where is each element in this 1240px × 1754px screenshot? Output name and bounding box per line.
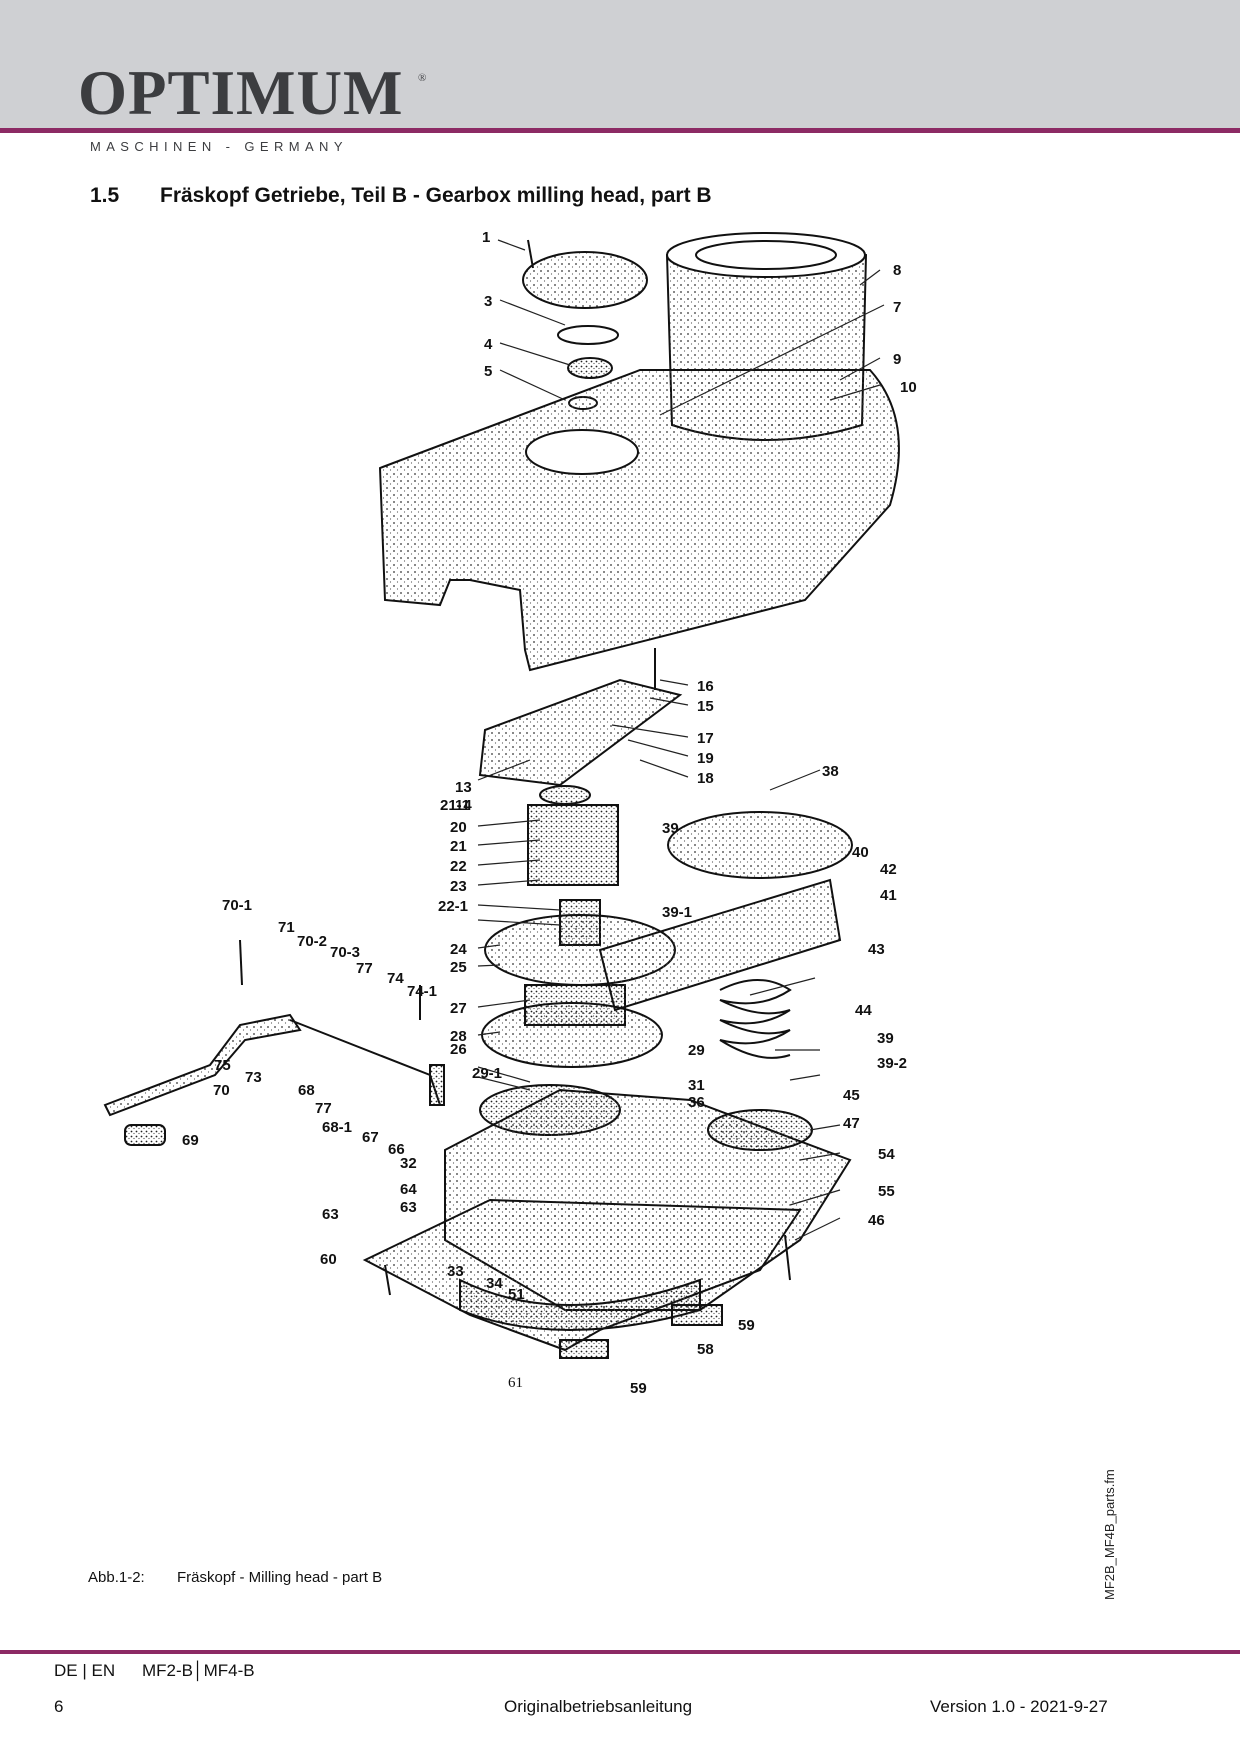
part-label: 25: [450, 959, 467, 976]
part-label: 28: [450, 1028, 467, 1045]
part-label: 21: [450, 838, 467, 855]
part-label: 29: [688, 1042, 705, 1059]
part-label: 21-1: [440, 797, 470, 814]
part-label: 70-2: [297, 933, 327, 950]
part-label: 59: [630, 1380, 647, 1397]
part-label: 75: [214, 1057, 231, 1074]
part-label: 58: [697, 1341, 714, 1358]
part-label: 47: [843, 1115, 860, 1132]
source-file-label: MF2B_MF4B_parts.fm: [1102, 1469, 1117, 1600]
part-number-labels: 1 3 4 5 7 8 9 10 13 14 15 16 17 18 19 20…: [182, 229, 917, 1397]
part-label: 9: [893, 351, 901, 368]
part-label: 32: [400, 1155, 417, 1172]
part-label: 15: [697, 698, 714, 715]
part-label: 39: [877, 1030, 894, 1047]
part-label: 44: [855, 1002, 872, 1019]
document-title: Originalbetriebsanleitung: [504, 1697, 693, 1716]
leader-lines: [477, 239, 885, 1241]
part-label: 68-1: [322, 1119, 352, 1136]
part-label: 24: [450, 941, 467, 958]
brand-tagline: MASCHINEN - GERMANY: [90, 139, 348, 154]
brand-logo: OPTIMUM: [78, 58, 404, 128]
part-label: 77: [315, 1100, 332, 1117]
part-label: 7: [893, 299, 901, 316]
footer-rule: [0, 1650, 1240, 1654]
part-label: 54: [878, 1146, 895, 1163]
part-label: 74-1: [407, 983, 437, 1000]
figure-number: Abb.1-2:: [88, 1569, 145, 1586]
part-label: 22-1: [438, 898, 468, 915]
figure-caption: Fräskopf - Milling head - part B: [177, 1569, 383, 1586]
part-label: 33: [447, 1263, 464, 1280]
version-label: Version 1.0 - 2021-9-27: [930, 1697, 1108, 1716]
part-label: 3: [484, 293, 492, 310]
part-label: 64: [400, 1181, 417, 1198]
exploded-parts-diagram: 1 3 4 5 7 8 9 10 13 14 15 16 17 18 19 20…: [103, 229, 917, 1397]
part-label: 22: [450, 858, 467, 875]
part-label: 61: [508, 1375, 523, 1391]
part-label: 70-1: [222, 897, 252, 914]
part-label: 39-1: [662, 904, 692, 921]
part-label: 13: [455, 779, 472, 796]
part-label: 77: [356, 960, 373, 977]
footer-model: MF2-B│MF4-B: [142, 1661, 255, 1680]
part-label: 69: [182, 1132, 199, 1149]
part-label: 41: [880, 887, 897, 904]
part-label: 46: [868, 1212, 885, 1229]
section-number: 1.5: [90, 184, 120, 207]
part-label: 70-3: [330, 944, 360, 961]
part-label: 63: [322, 1206, 339, 1223]
section-title: Fräskopf Getriebe, Teil B - Gearbox mill…: [160, 184, 712, 207]
part-label: 42: [880, 861, 897, 878]
part-label: 34: [486, 1275, 503, 1292]
part-label: 1: [482, 229, 490, 246]
part-label: 27: [450, 1000, 467, 1017]
part-label: 68: [298, 1082, 315, 1099]
part-label: 67: [362, 1129, 379, 1146]
header-rule: [0, 128, 1240, 133]
page-number: 6: [54, 1697, 64, 1716]
part-label: 39-2: [877, 1055, 907, 1072]
header-band: [0, 0, 1240, 128]
part-label: 16: [697, 678, 714, 695]
part-label: 40: [852, 844, 869, 861]
part-label: 29-1: [472, 1065, 502, 1082]
part-label: 31: [688, 1077, 705, 1094]
part-label: 59: [738, 1317, 755, 1334]
part-label: 55: [878, 1183, 895, 1200]
part-label: 66: [388, 1141, 405, 1158]
part-label: 8: [893, 262, 901, 279]
part-label: 70: [213, 1082, 230, 1099]
part-label: 18: [697, 770, 714, 787]
part-label: 26: [450, 1041, 467, 1058]
part-label: 20: [450, 819, 467, 836]
part-label: 36: [688, 1094, 705, 1111]
drawing-shapes: [103, 232, 900, 1359]
part-label: 14: [455, 797, 472, 814]
part-label: 45: [843, 1087, 860, 1104]
registered-mark: ®: [418, 72, 427, 84]
part-label: 39: [662, 820, 679, 837]
part-label: 19: [697, 750, 714, 767]
part-label: 38: [822, 763, 839, 780]
footer-language: DE | EN: [54, 1661, 116, 1680]
part-label: 43: [868, 941, 885, 958]
part-label: 23: [450, 878, 467, 895]
part-label: 17: [697, 730, 714, 747]
part-label: 63: [400, 1199, 417, 1216]
part-label: 74: [387, 970, 404, 987]
part-label: 4: [484, 336, 493, 353]
part-label: 51: [508, 1286, 525, 1303]
part-label: 73: [245, 1069, 262, 1086]
part-label: 71: [278, 919, 295, 936]
part-label: 60: [320, 1251, 337, 1268]
part-label: 10: [900, 379, 917, 396]
part-label: 5: [484, 363, 492, 380]
